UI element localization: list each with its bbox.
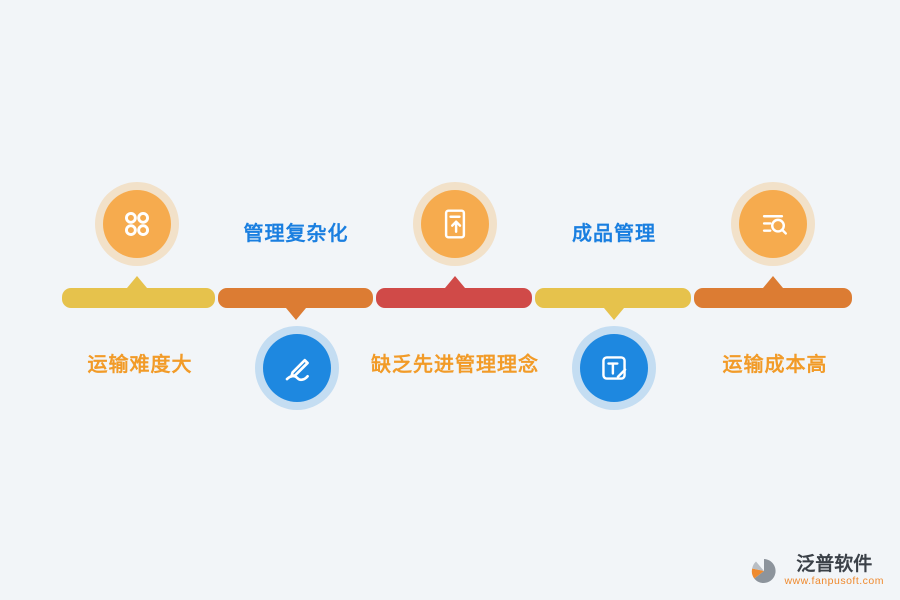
pointer-up-icon [763,276,783,288]
timeline-segment-2 [218,288,373,308]
timeline-segment-5 [694,288,852,308]
node-transport-cost [739,190,807,258]
node-product-management [580,334,648,402]
fanpu-logo-icon [752,559,777,583]
brand-name: 泛普软件 [796,554,873,575]
node-management-complexity [263,334,331,402]
signature-pen-icon [285,358,309,382]
label-transport-cost: 运输成本高 [722,354,828,376]
text-edit-icon [602,356,627,380]
label-transport-difficulty: 运输难度大 [87,354,193,376]
pointer-down-icon [604,308,624,320]
timeline-segment-3 [376,288,532,308]
label-management-complexity: 管理复杂化 [243,223,349,245]
node-lack-of-management [421,190,489,258]
label-lack-of-management: 缺乏先进管理理念 [371,354,539,376]
label-product-management: 成品管理 [572,223,656,245]
brand-text-block: 泛普软件 www.fanpusoft.com [784,554,884,588]
file-upload-icon [444,209,466,239]
node-transport-difficulty [103,190,171,258]
brand-footer: 泛普软件 www.fanpusoft.com [750,554,884,588]
pointer-up-icon [127,276,147,288]
dots-grid-icon [125,212,149,236]
timeline-segment-4 [535,288,691,308]
search-list-icon [762,215,787,235]
timeline-segment-1 [62,288,215,308]
pointer-down-icon [286,308,306,320]
pointer-up-icon [445,276,465,288]
brand-website: www.fanpusoft.com [784,575,884,587]
